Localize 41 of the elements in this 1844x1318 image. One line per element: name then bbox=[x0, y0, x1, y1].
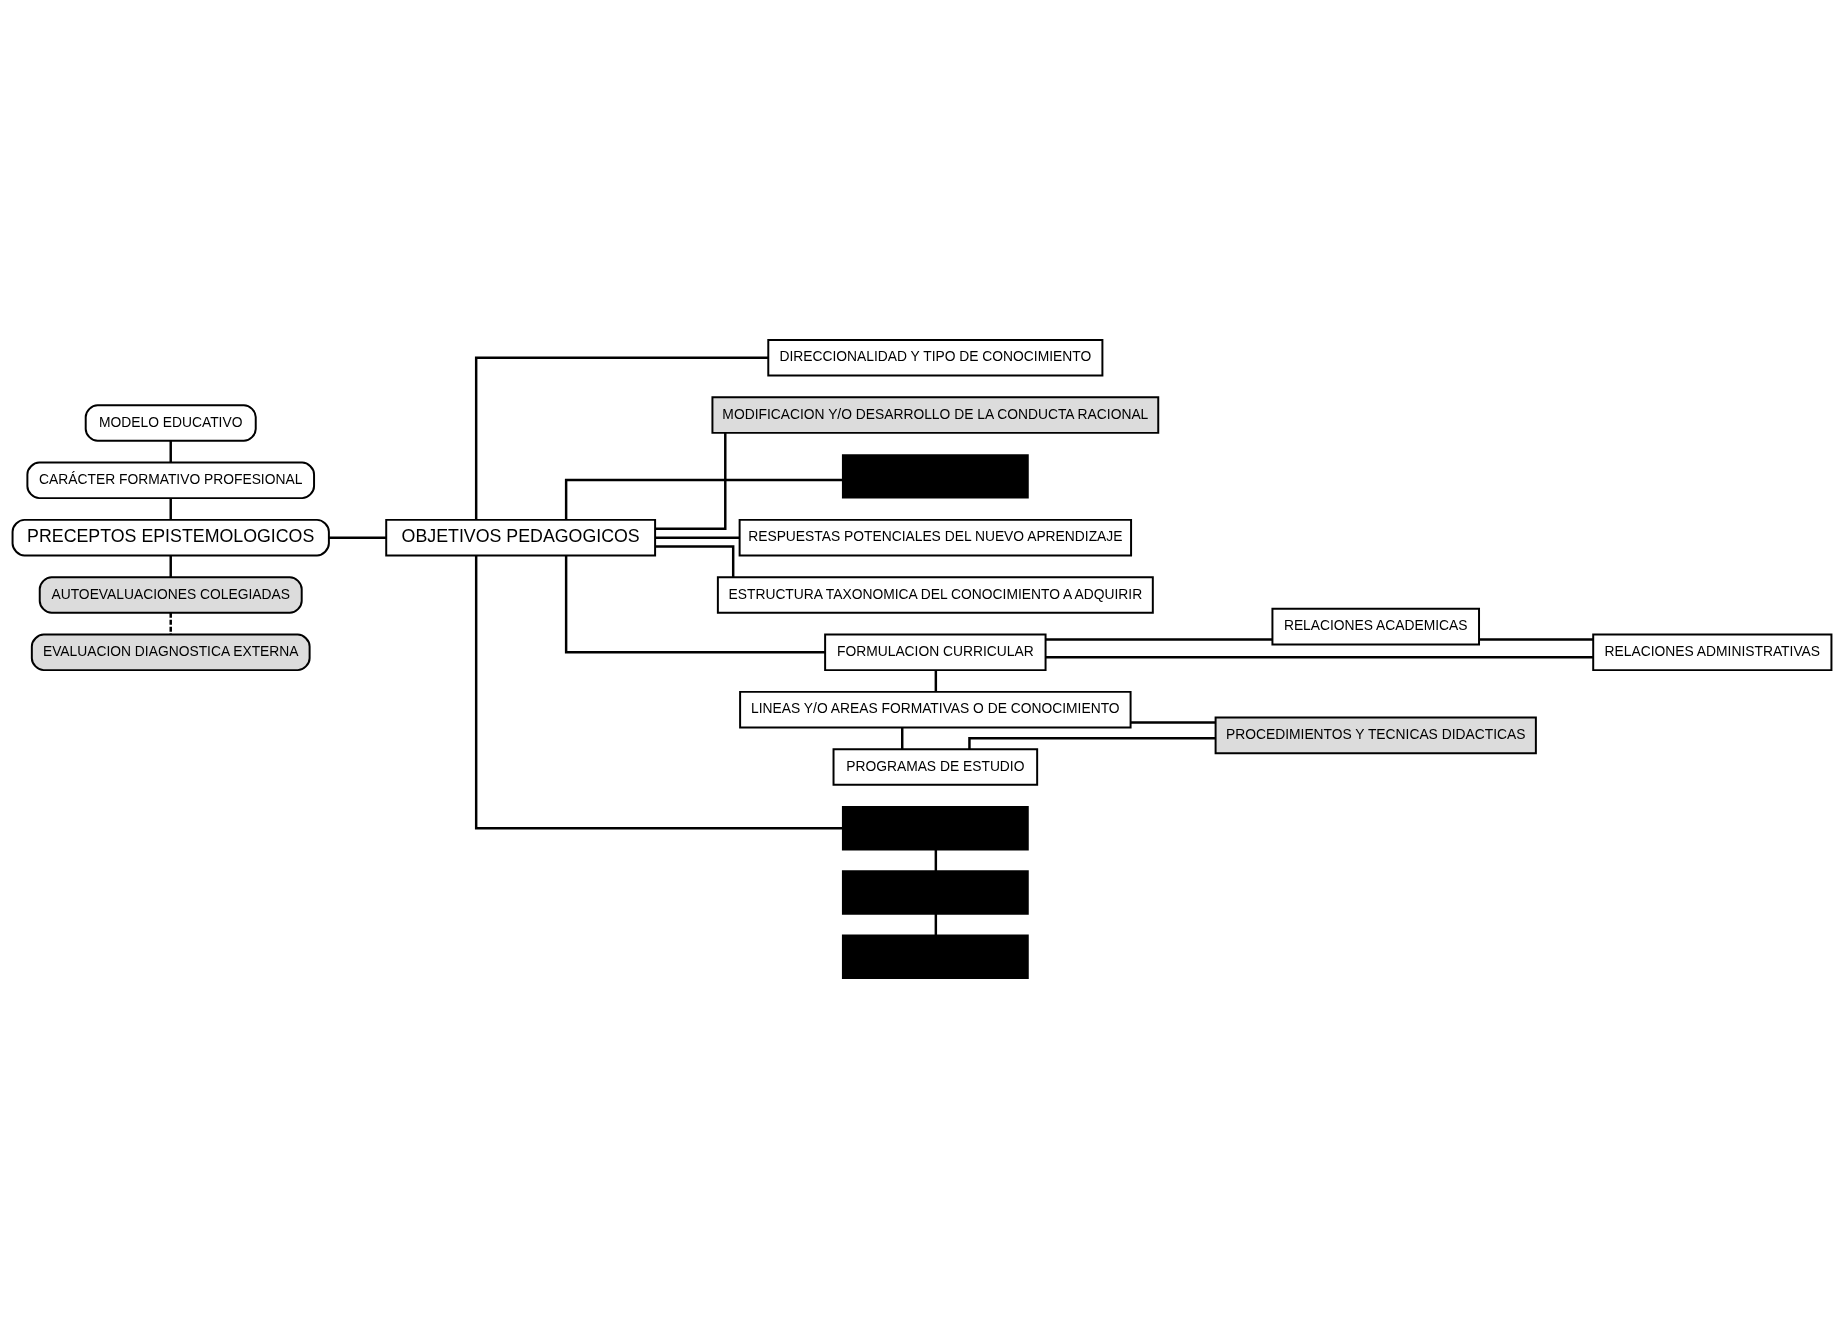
connector bbox=[1130, 721, 1216, 724]
node-box bbox=[841, 806, 1029, 851]
connector bbox=[655, 536, 740, 539]
connector bbox=[655, 545, 735, 577]
connector bbox=[655, 433, 727, 530]
connector bbox=[169, 498, 172, 520]
connector bbox=[1045, 638, 1273, 641]
node-box: RELACIONES ACADEMICAS bbox=[1271, 607, 1480, 646]
node-box: RELACIONES ADMINISTRATIVAS bbox=[1592, 633, 1833, 672]
connector bbox=[169, 612, 172, 635]
connector bbox=[169, 440, 172, 463]
node-box: RESPUESTAS POTENCIALES DEL NUEVO APRENDIZAJE bbox=[738, 518, 1133, 557]
connector bbox=[1479, 638, 1594, 641]
connector bbox=[934, 913, 938, 936]
connector bbox=[474, 555, 843, 830]
connector bbox=[474, 356, 769, 520]
node-box: ESTRUCTURA TAXONOMICA DEL CONOCIMIENTO A ADQUIRIR bbox=[716, 576, 1154, 614]
connector bbox=[901, 727, 904, 749]
node-box: LINEAS Y/O AREAS FORMATIVAS O DE CONOCIMIENTO bbox=[739, 690, 1132, 729]
node-box bbox=[841, 934, 1029, 980]
node-box: CARÁCTER FORMATIVO PROFESIONAL bbox=[26, 461, 316, 500]
node-box: FORMULACION CURRICULAR bbox=[824, 633, 1047, 672]
node-box: PRECEPTOS EPISTEMOLOGICOS bbox=[11, 518, 330, 557]
node-box bbox=[841, 870, 1029, 915]
node-box: MODELO EDUCATIVO bbox=[84, 404, 257, 442]
connector bbox=[968, 737, 1216, 749]
connector bbox=[934, 849, 938, 871]
connector bbox=[1045, 656, 1593, 659]
node-box: MODIFICACION Y/O DESARROLLO DE LA CONDUCTA RACIONAL bbox=[711, 396, 1160, 434]
node-box: DIRECCIONALIDAD Y TIPO DE CONOCIMIENTO bbox=[767, 338, 1104, 377]
node-box bbox=[841, 454, 1029, 499]
node-box: EVALUACION DIAGNOSTICA EXTERNA bbox=[30, 633, 311, 672]
connector bbox=[934, 670, 938, 692]
connector bbox=[329, 536, 387, 539]
node-box: AUTOEVALUACIONES COLEGIADAS bbox=[38, 576, 303, 614]
connector bbox=[564, 478, 843, 520]
connector bbox=[169, 555, 172, 577]
node-box: OBJETIVOS PEDAGOGICOS bbox=[385, 518, 657, 557]
node-box: PROGRAMAS DE ESTUDIO bbox=[832, 748, 1039, 786]
connector bbox=[564, 555, 826, 654]
node-box: PROCEDIMIENTOS Y TECNICAS DIDACTICAS bbox=[1214, 716, 1537, 755]
